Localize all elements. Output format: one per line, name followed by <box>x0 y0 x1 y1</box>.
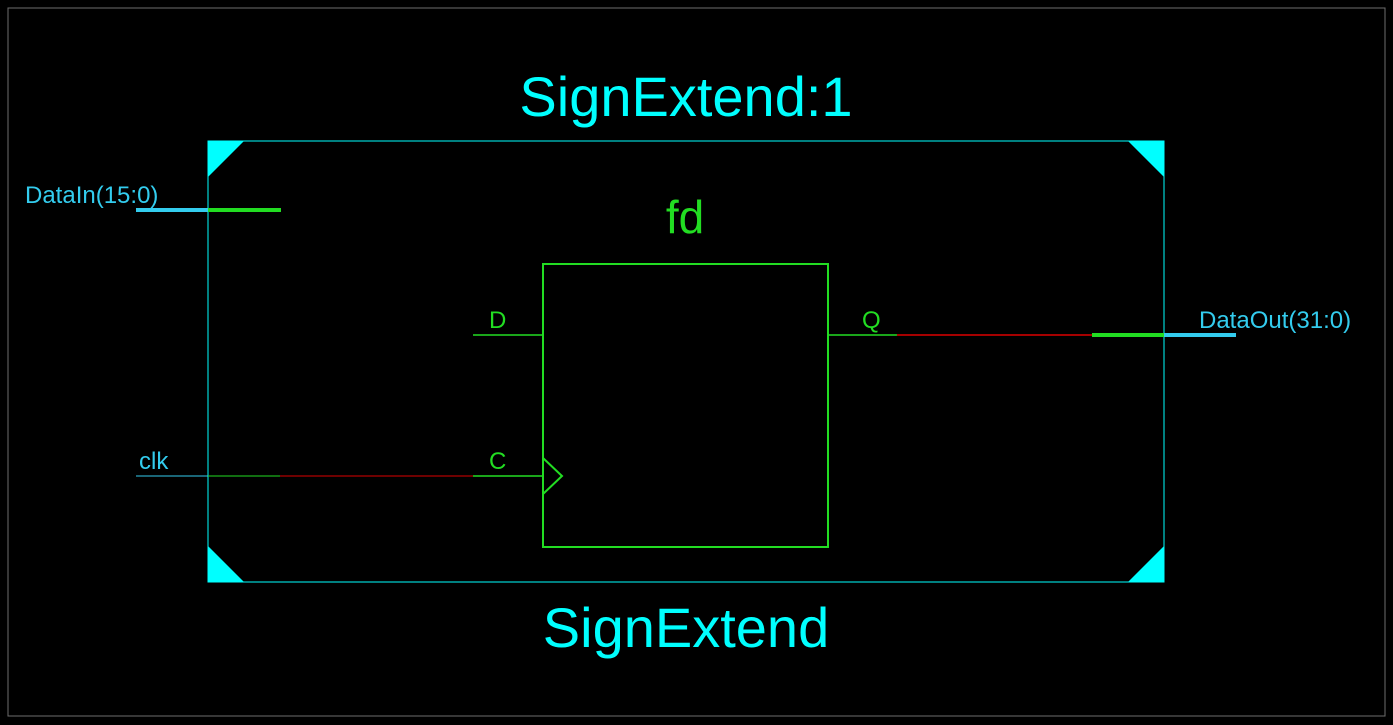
corner-marker-top-left <box>208 141 244 177</box>
flipflop-fd[interactable]: fd D C Q <box>473 191 897 548</box>
flipflop-body <box>542 263 829 548</box>
pin-c-label: C <box>489 448 506 475</box>
port-datain-label: DataIn(15:0) <box>25 182 158 209</box>
module-border <box>207 140 1165 583</box>
port-dataout-label: DataOut(31:0) <box>1199 307 1351 334</box>
module-type-name: SignExtend <box>543 596 829 659</box>
port-dataout[interactable]: DataOut(31:0) <box>1092 307 1351 337</box>
canvas-frame <box>7 7 1386 717</box>
module-block[interactable] <box>207 140 1165 583</box>
corner-marker-bottom-left <box>208 546 244 582</box>
corner-marker-top-right <box>1128 141 1164 177</box>
port-datain[interactable]: DataIn(15:0) <box>25 182 281 212</box>
pin-d-label: D <box>489 307 506 334</box>
clock-triangle-icon <box>542 457 564 495</box>
port-clk[interactable]: clk <box>136 448 473 477</box>
corner-marker-bottom-right <box>1128 546 1164 582</box>
module-instance-title: SignExtend:1 <box>519 65 852 128</box>
pin-q-label: Q <box>862 307 881 334</box>
flipflop-name: fd <box>666 191 704 243</box>
port-clk-label: clk <box>139 448 169 475</box>
